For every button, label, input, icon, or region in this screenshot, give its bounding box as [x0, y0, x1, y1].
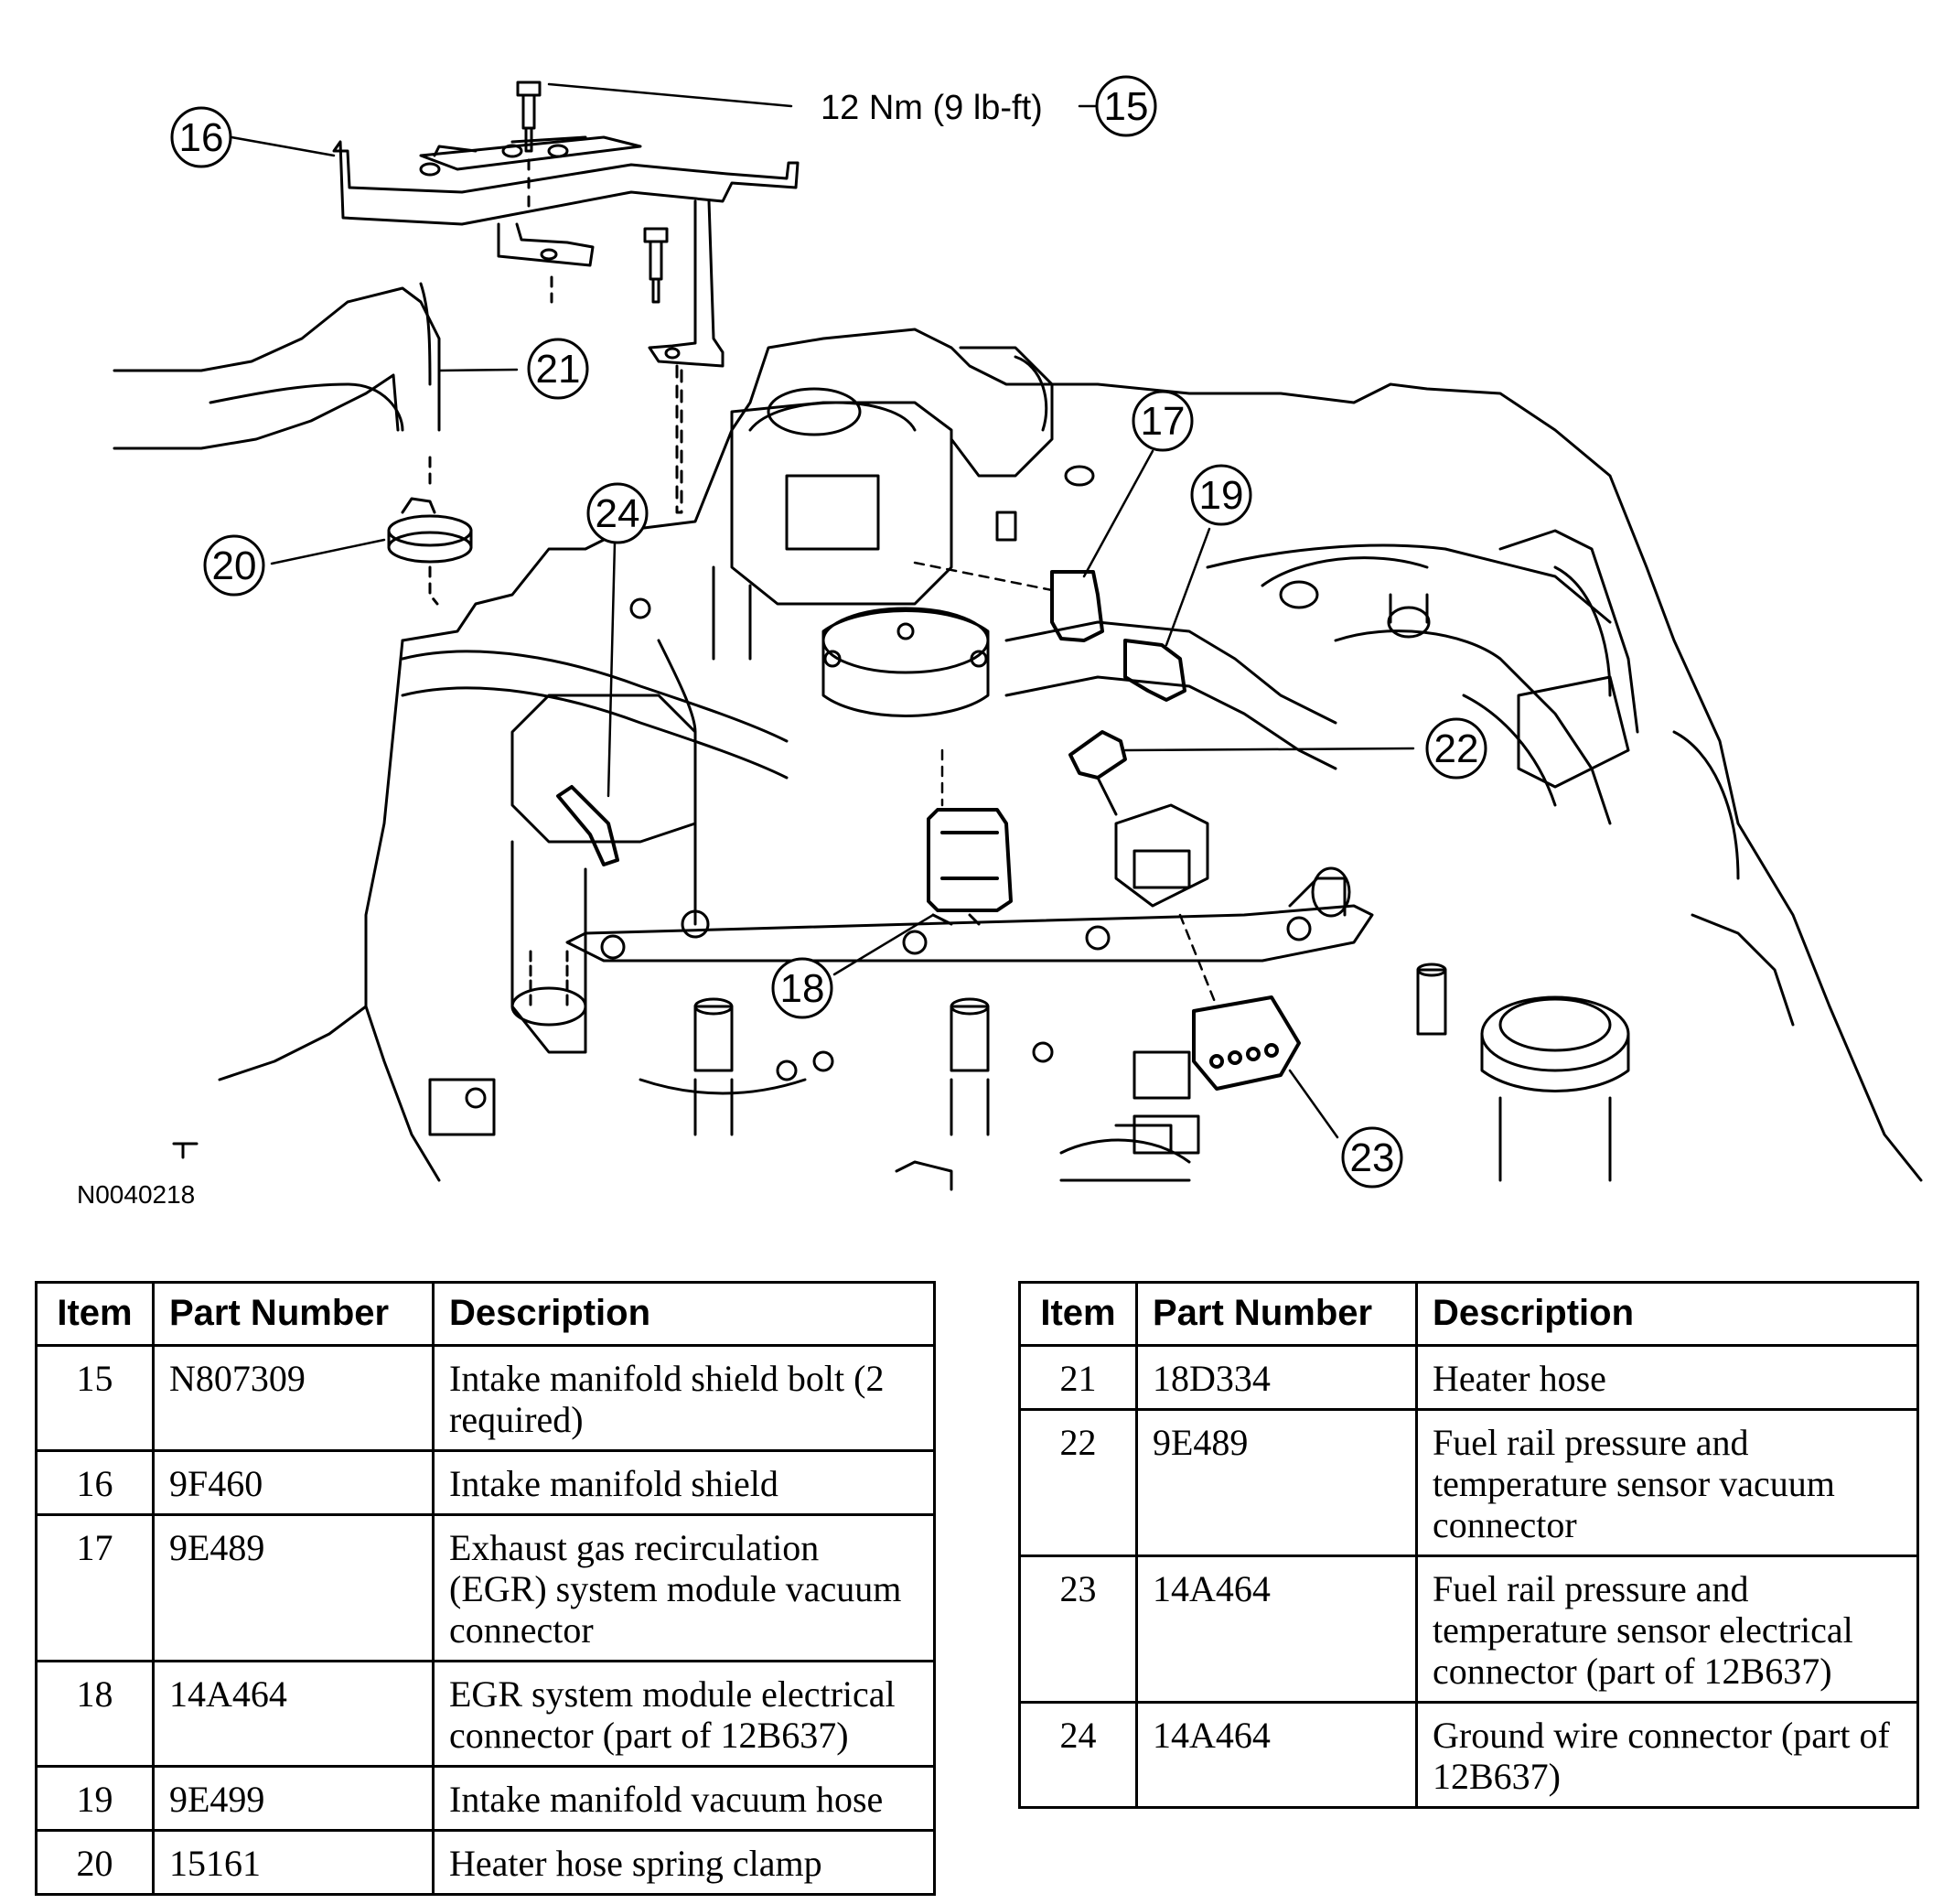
callout-22: 22: [1425, 717, 1487, 780]
callout-15: 15: [1095, 75, 1157, 137]
callout-19: 19: [1190, 464, 1252, 526]
callouts: 15 16 17 18 19 20 21 22: [170, 75, 1487, 1189]
table-row: 23 14A464 Fuel rail pressure and tempera…: [1018, 1554, 1919, 1704]
part-number-cell: 15161: [152, 1829, 435, 1896]
table-row: 22 9E489 Fuel rail pressure and temperat…: [1018, 1408, 1919, 1557]
intake-manifold-shield-drawing: [332, 135, 800, 368]
part-number-cell: 14A464: [152, 1660, 435, 1768]
part-number-cell: 9E489: [152, 1513, 435, 1662]
table-header-row: Item Part Number Description: [35, 1281, 936, 1347]
description-cell: Heater hose: [1415, 1344, 1919, 1411]
engine-diagram: 15 16 17 18 19 20 21 22: [77, 75, 1923, 1209]
torque-spec: 12 Nm (9 lb-ft): [821, 89, 1043, 127]
table-row: 17 9E489 Exhaust gas recirculation (EGR)…: [35, 1513, 936, 1662]
spring-clamp-drawing: [387, 497, 473, 606]
callout-20-label: 20: [212, 543, 257, 588]
callout-24: 24: [586, 482, 649, 544]
header-item: Item: [1018, 1281, 1138, 1347]
callout-19-label: 19: [1199, 473, 1244, 518]
item-cell: 24: [1018, 1701, 1138, 1809]
description-cell: Fuel rail pressure and temperature senso…: [1415, 1554, 1919, 1704]
part-number-cell: 14A464: [1135, 1701, 1418, 1809]
callout-23-label: 23: [1350, 1135, 1395, 1180]
description-cell: Intake manifold vacuum hose: [432, 1765, 936, 1832]
item-cell: 19: [35, 1765, 155, 1832]
callout-21: 21: [527, 338, 589, 400]
egr-vacuum-connector-drawing: [1050, 570, 1104, 642]
heater-hose-drawing: [113, 282, 441, 487]
item-cell: 16: [35, 1449, 155, 1516]
header-description: Description: [432, 1281, 936, 1347]
table-row: 15 N807309 Intake manifold shield bolt (…: [35, 1344, 936, 1452]
callout-17-label: 17: [1141, 399, 1186, 444]
egr-electrical-connector-drawing: [927, 808, 1013, 912]
shield-bolt-lower-drawing: [643, 227, 683, 514]
callout-18-label: 18: [780, 966, 825, 1011]
table-row: 16 9F460 Intake manifold shield: [35, 1449, 936, 1516]
callout-15-label: 15: [1104, 84, 1149, 129]
figure-id: N0040218: [77, 1180, 195, 1209]
table-row: 21 18D334 Heater hose: [1018, 1344, 1919, 1411]
item-cell: 21: [1018, 1344, 1138, 1411]
description-cell: Fuel rail pressure and temperature senso…: [1415, 1408, 1919, 1557]
fuel-rail-vacuum-connector-drawing: [1068, 730, 1127, 780]
callout-20: 20: [203, 534, 265, 597]
part-number-cell: 14A464: [1135, 1554, 1418, 1704]
callout-24-label: 24: [596, 491, 640, 536]
part-number-cell: 18D334: [1135, 1344, 1418, 1411]
intake-vacuum-hose-drawing: [1123, 639, 1186, 702]
item-cell: 23: [1018, 1554, 1138, 1704]
table-row: 18 14A464 EGR system module electrical c…: [35, 1660, 936, 1768]
callout-23: 23: [1341, 1126, 1403, 1189]
item-cell: 18: [35, 1660, 155, 1768]
description-cell: Heater hose spring clamp: [432, 1829, 936, 1896]
table-row: 19 9E499 Intake manifold vacuum hose: [35, 1765, 936, 1832]
table-row: 20 15161 Heater hose spring clamp: [35, 1829, 936, 1896]
item-cell: 17: [35, 1513, 155, 1662]
part-number-cell: 9F460: [152, 1449, 435, 1516]
engine-body-drawing: [172, 328, 1923, 1191]
leader-lines: [230, 82, 1415, 1139]
item-cell: 20: [35, 1829, 155, 1896]
description-cell: Exhaust gas recirculation (EGR) system m…: [432, 1513, 936, 1662]
parts-table-right: Item Part Number Description 21 18D334 H…: [1018, 1281, 1919, 1809]
description-cell: Intake manifold shield: [432, 1449, 936, 1516]
item-cell: 22: [1018, 1408, 1138, 1557]
header-part-number: Part Number: [1135, 1281, 1418, 1347]
header-part-number: Part Number: [152, 1281, 435, 1347]
oil-filler-cap-drawing: [1480, 995, 1630, 1182]
callout-16: 16: [170, 106, 232, 168]
description-cell: Ground wire connector (part of 12B637): [1415, 1701, 1919, 1809]
callout-16-label: 16: [179, 115, 224, 160]
callout-21-label: 21: [536, 347, 581, 392]
part-number-cell: 9E489: [1135, 1408, 1418, 1557]
fuel-rail-electrical-connector-drawing: [1192, 995, 1301, 1091]
callout-17: 17: [1132, 390, 1194, 452]
table-header-row: Item Part Number Description: [1018, 1281, 1919, 1347]
callout-22-label: 22: [1434, 726, 1479, 771]
sensor-drawing: [931, 776, 1209, 926]
ground-wire-connector-drawing: [556, 785, 619, 866]
part-number-cell: N807309: [152, 1344, 435, 1452]
shield-bolt-upper-drawing: [516, 81, 542, 208]
header-description: Description: [1415, 1281, 1919, 1347]
callout-18: 18: [771, 957, 833, 1019]
item-cell: 15: [35, 1344, 155, 1452]
parts-table-left: Item Part Number Description 15 N807309 …: [35, 1281, 936, 1896]
fuel-injector-drawing: [693, 963, 1447, 1072]
description-cell: EGR system module electrical connector (…: [432, 1660, 936, 1768]
description-cell: Intake manifold shield bolt (2 required): [432, 1344, 936, 1452]
part-number-cell: 9E499: [152, 1765, 435, 1832]
header-item: Item: [35, 1281, 155, 1347]
table-row: 24 14A464 Ground wire connector (part of…: [1018, 1701, 1919, 1809]
